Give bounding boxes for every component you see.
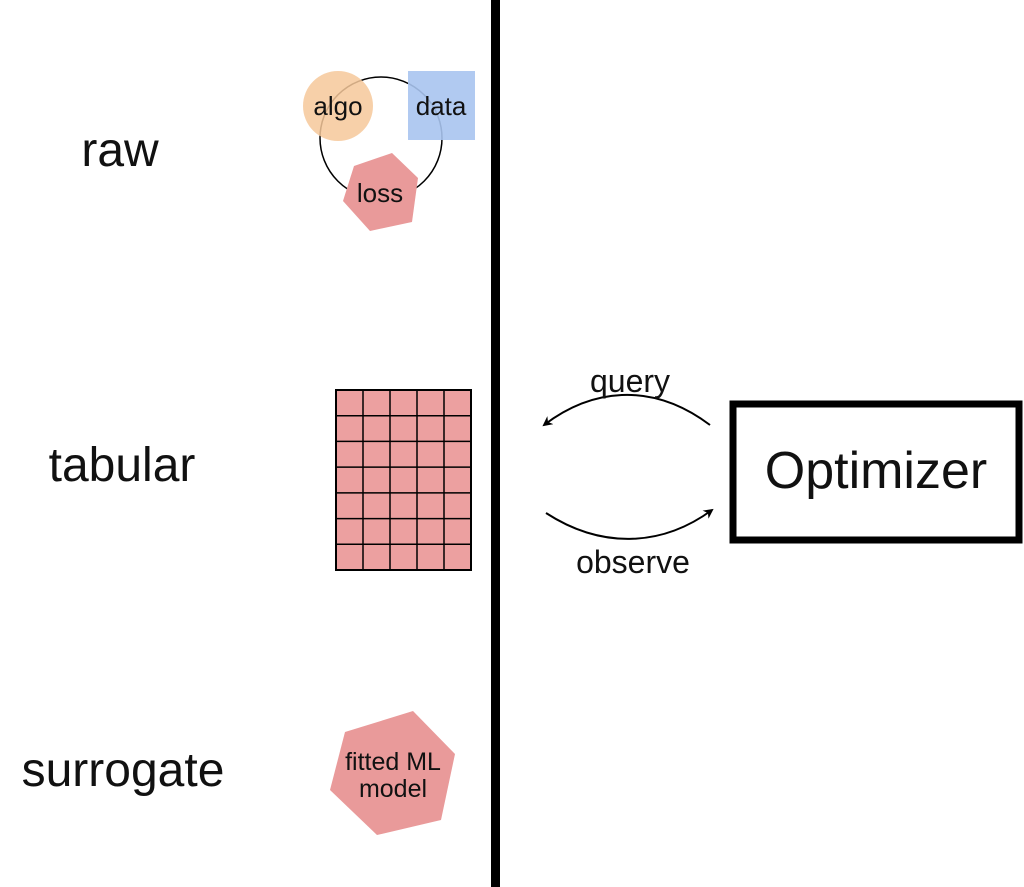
tabular-grid bbox=[335, 389, 472, 571]
query-arrow bbox=[542, 394, 711, 427]
algo-circle bbox=[303, 71, 373, 141]
loss-hexagon bbox=[343, 153, 418, 231]
label-raw: raw bbox=[81, 124, 159, 177]
surrogate-model: fitted ML model bbox=[330, 711, 455, 835]
surrogate-line2: model bbox=[359, 775, 427, 803]
optimizer-label: Optimizer bbox=[765, 442, 987, 500]
surrogate-line1: fitted ML bbox=[345, 748, 441, 776]
data-label: data bbox=[416, 91, 467, 121]
raw-cycle: algo data loss bbox=[303, 71, 475, 231]
surrogate-hexagon bbox=[330, 711, 455, 835]
observe-arrow bbox=[545, 508, 714, 540]
data-square bbox=[408, 71, 475, 140]
optimizer-box bbox=[729, 400, 1023, 544]
label-surrogate: surrogate bbox=[22, 744, 225, 797]
divider-line bbox=[491, 0, 500, 887]
table-body bbox=[335, 389, 472, 571]
query-label: query bbox=[590, 363, 670, 399]
algo-label: algo bbox=[313, 91, 362, 121]
loss-label: loss bbox=[357, 178, 403, 208]
label-tabular: tabular bbox=[49, 439, 196, 492]
observe-label: observe bbox=[576, 544, 690, 580]
